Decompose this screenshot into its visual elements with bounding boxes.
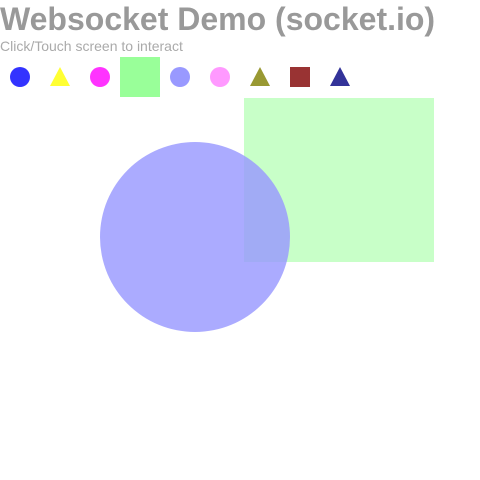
palette-tool-navy-triangle[interactable] (330, 67, 350, 87)
palette-tool-green-square[interactable] (120, 57, 160, 97)
shape-palette (0, 56, 480, 98)
palette-tool-olive-triangle[interactable] (250, 67, 270, 87)
drawing-canvas[interactable] (0, 72, 480, 480)
square-icon (290, 67, 310, 87)
palette-tool-lavender-circle[interactable] (170, 67, 190, 87)
circle-icon (210, 67, 230, 87)
palette-tool-magenta-circle[interactable] (90, 67, 110, 87)
placed-circle-shape (100, 142, 290, 332)
palette-tool-blue-circle[interactable] (10, 67, 30, 87)
circle-icon (170, 67, 190, 87)
page-title: Websocket Demo (socket.io) (0, 1, 436, 37)
triangle-icon (50, 67, 70, 86)
palette-tool-maroon-square[interactable] (290, 67, 310, 87)
circle-icon (10, 67, 30, 87)
palette-tool-pink-circle[interactable] (210, 67, 230, 87)
circle-icon (90, 67, 110, 87)
square-icon (120, 57, 160, 97)
triangle-icon (250, 67, 270, 86)
palette-tool-yellow-triangle[interactable] (50, 67, 70, 87)
triangle-icon (330, 67, 350, 86)
canvas-surface (100, 72, 434, 332)
page-subtitle: Click/Touch screen to interact (0, 38, 183, 54)
